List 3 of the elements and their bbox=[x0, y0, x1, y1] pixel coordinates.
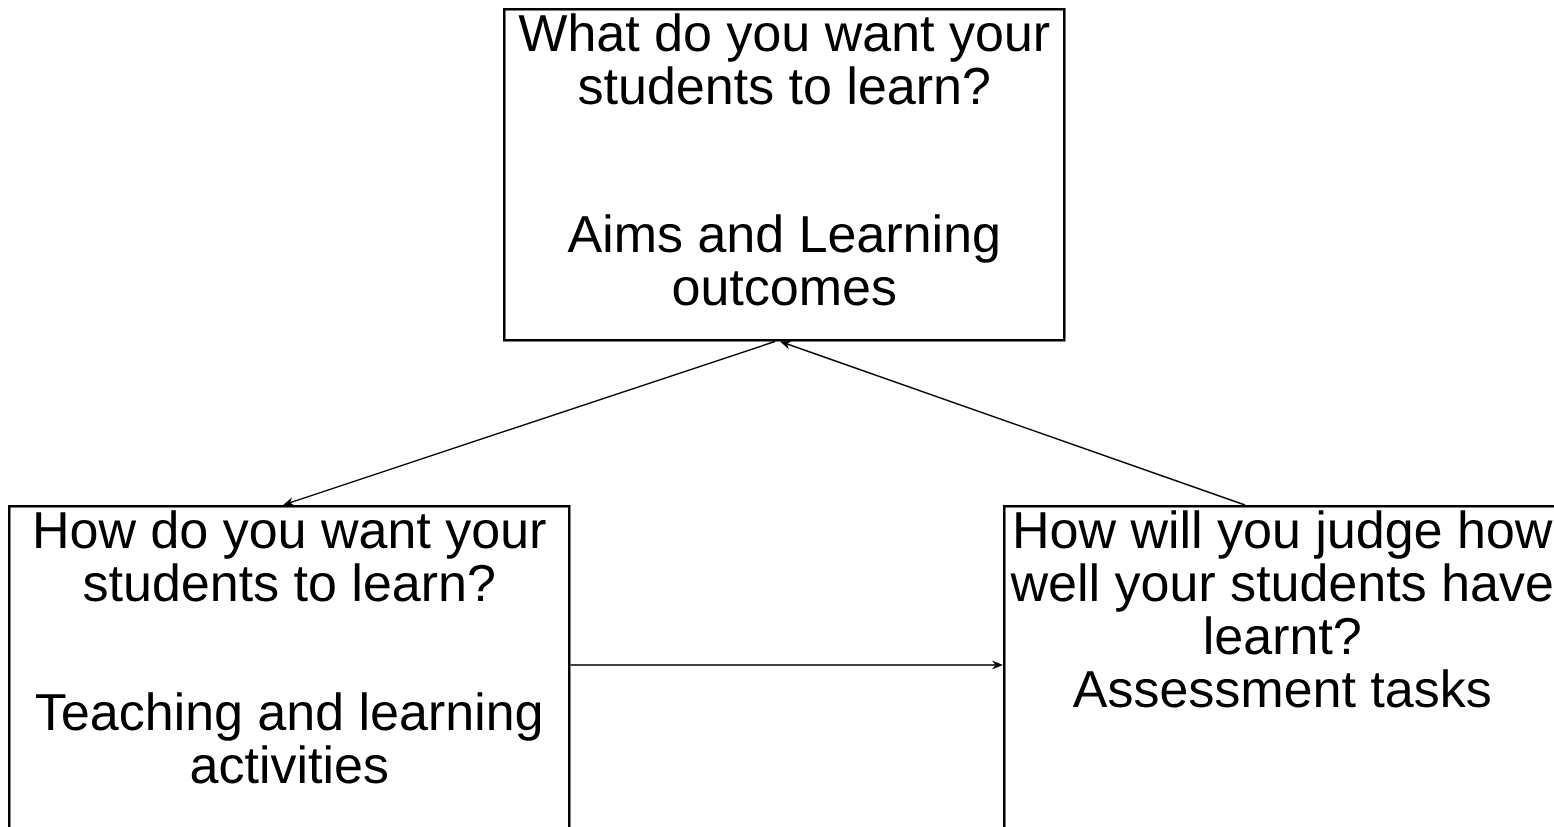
question-box: What do you want your students to learn? Aims and Learning outcomes bbox=[503, 8, 1066, 342]
question-box: How do you want your students to learn? Teaching and learning activities bbox=[8, 505, 571, 827]
question-box: How will you judge how well your students have learnt? Assessment tasks bbox=[1003, 505, 1554, 827]
